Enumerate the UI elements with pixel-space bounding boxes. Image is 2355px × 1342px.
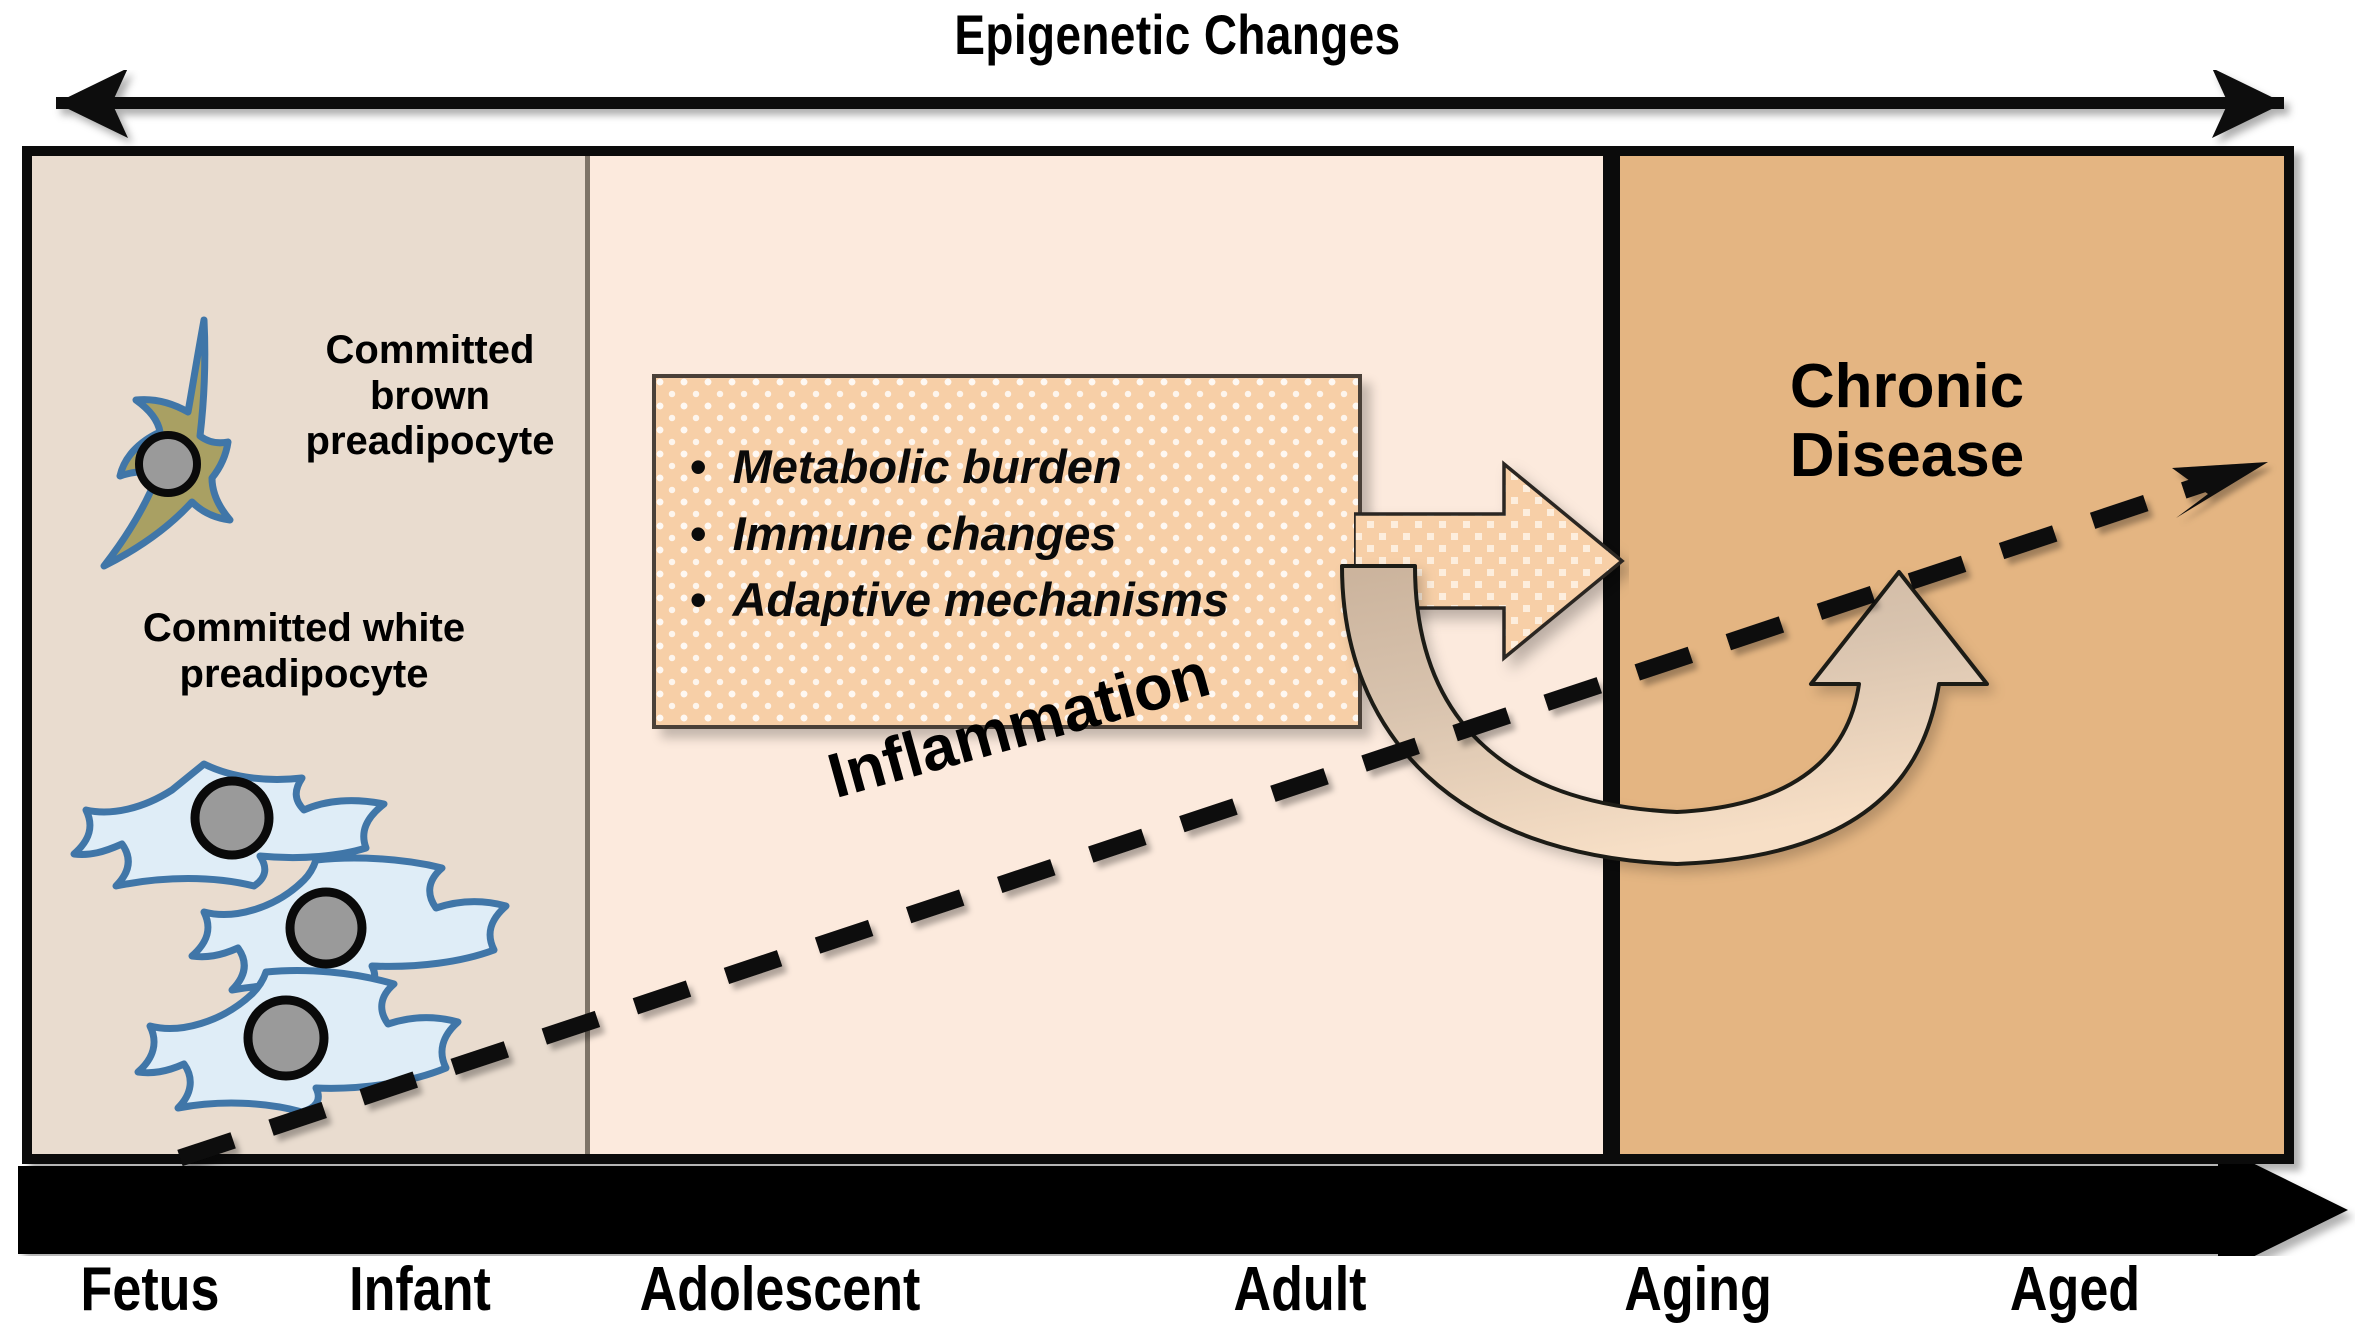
age-label-infant: Infant <box>349 1255 491 1324</box>
age-label-fetus: Fetus <box>80 1255 220 1324</box>
page-title: Epigenetic Changes <box>954 3 1401 66</box>
age-label-aged: Aged <box>2009 1255 2141 1324</box>
chronic-disease-label: Chronic Disease <box>1682 352 2132 491</box>
list-item: Metabolic burden <box>690 434 1358 501</box>
curved-u-feedback-arrow-icon <box>1340 564 1989 866</box>
epigenetic-changes-span-arrow <box>56 70 2284 138</box>
brown-preadipocyte-cell-icon <box>100 316 234 570</box>
age-progression-arrow-icon <box>18 1164 2348 1256</box>
age-axis-labels: Fetus Infant Adolescent Adult Aging Aged <box>0 1254 2355 1340</box>
age-label-aging: Aging <box>1624 1255 1772 1324</box>
mechanism-list: Metabolic burden Immune changes Adaptive… <box>656 378 1358 634</box>
chronic-disease-line-1: Chronic <box>1789 352 2025 421</box>
list-item: Immune changes <box>690 501 1358 568</box>
list-item: Adaptive mechanisms <box>690 567 1358 634</box>
brown-preadipocyte-label: Committed brown preadipocyte <box>305 328 555 464</box>
age-label-adolescent: Adolescent <box>639 1255 921 1324</box>
mechanism-box: Metabolic burden Immune changes Adaptive… <box>652 374 1362 729</box>
white-preadipocyte-cell-icon <box>70 760 510 1116</box>
age-label-adult: Adult <box>1233 1255 1367 1324</box>
white-preadipocyte-label: Committed white preadipocyte <box>142 606 466 696</box>
chronic-disease-line-2: Disease <box>1789 421 2025 491</box>
